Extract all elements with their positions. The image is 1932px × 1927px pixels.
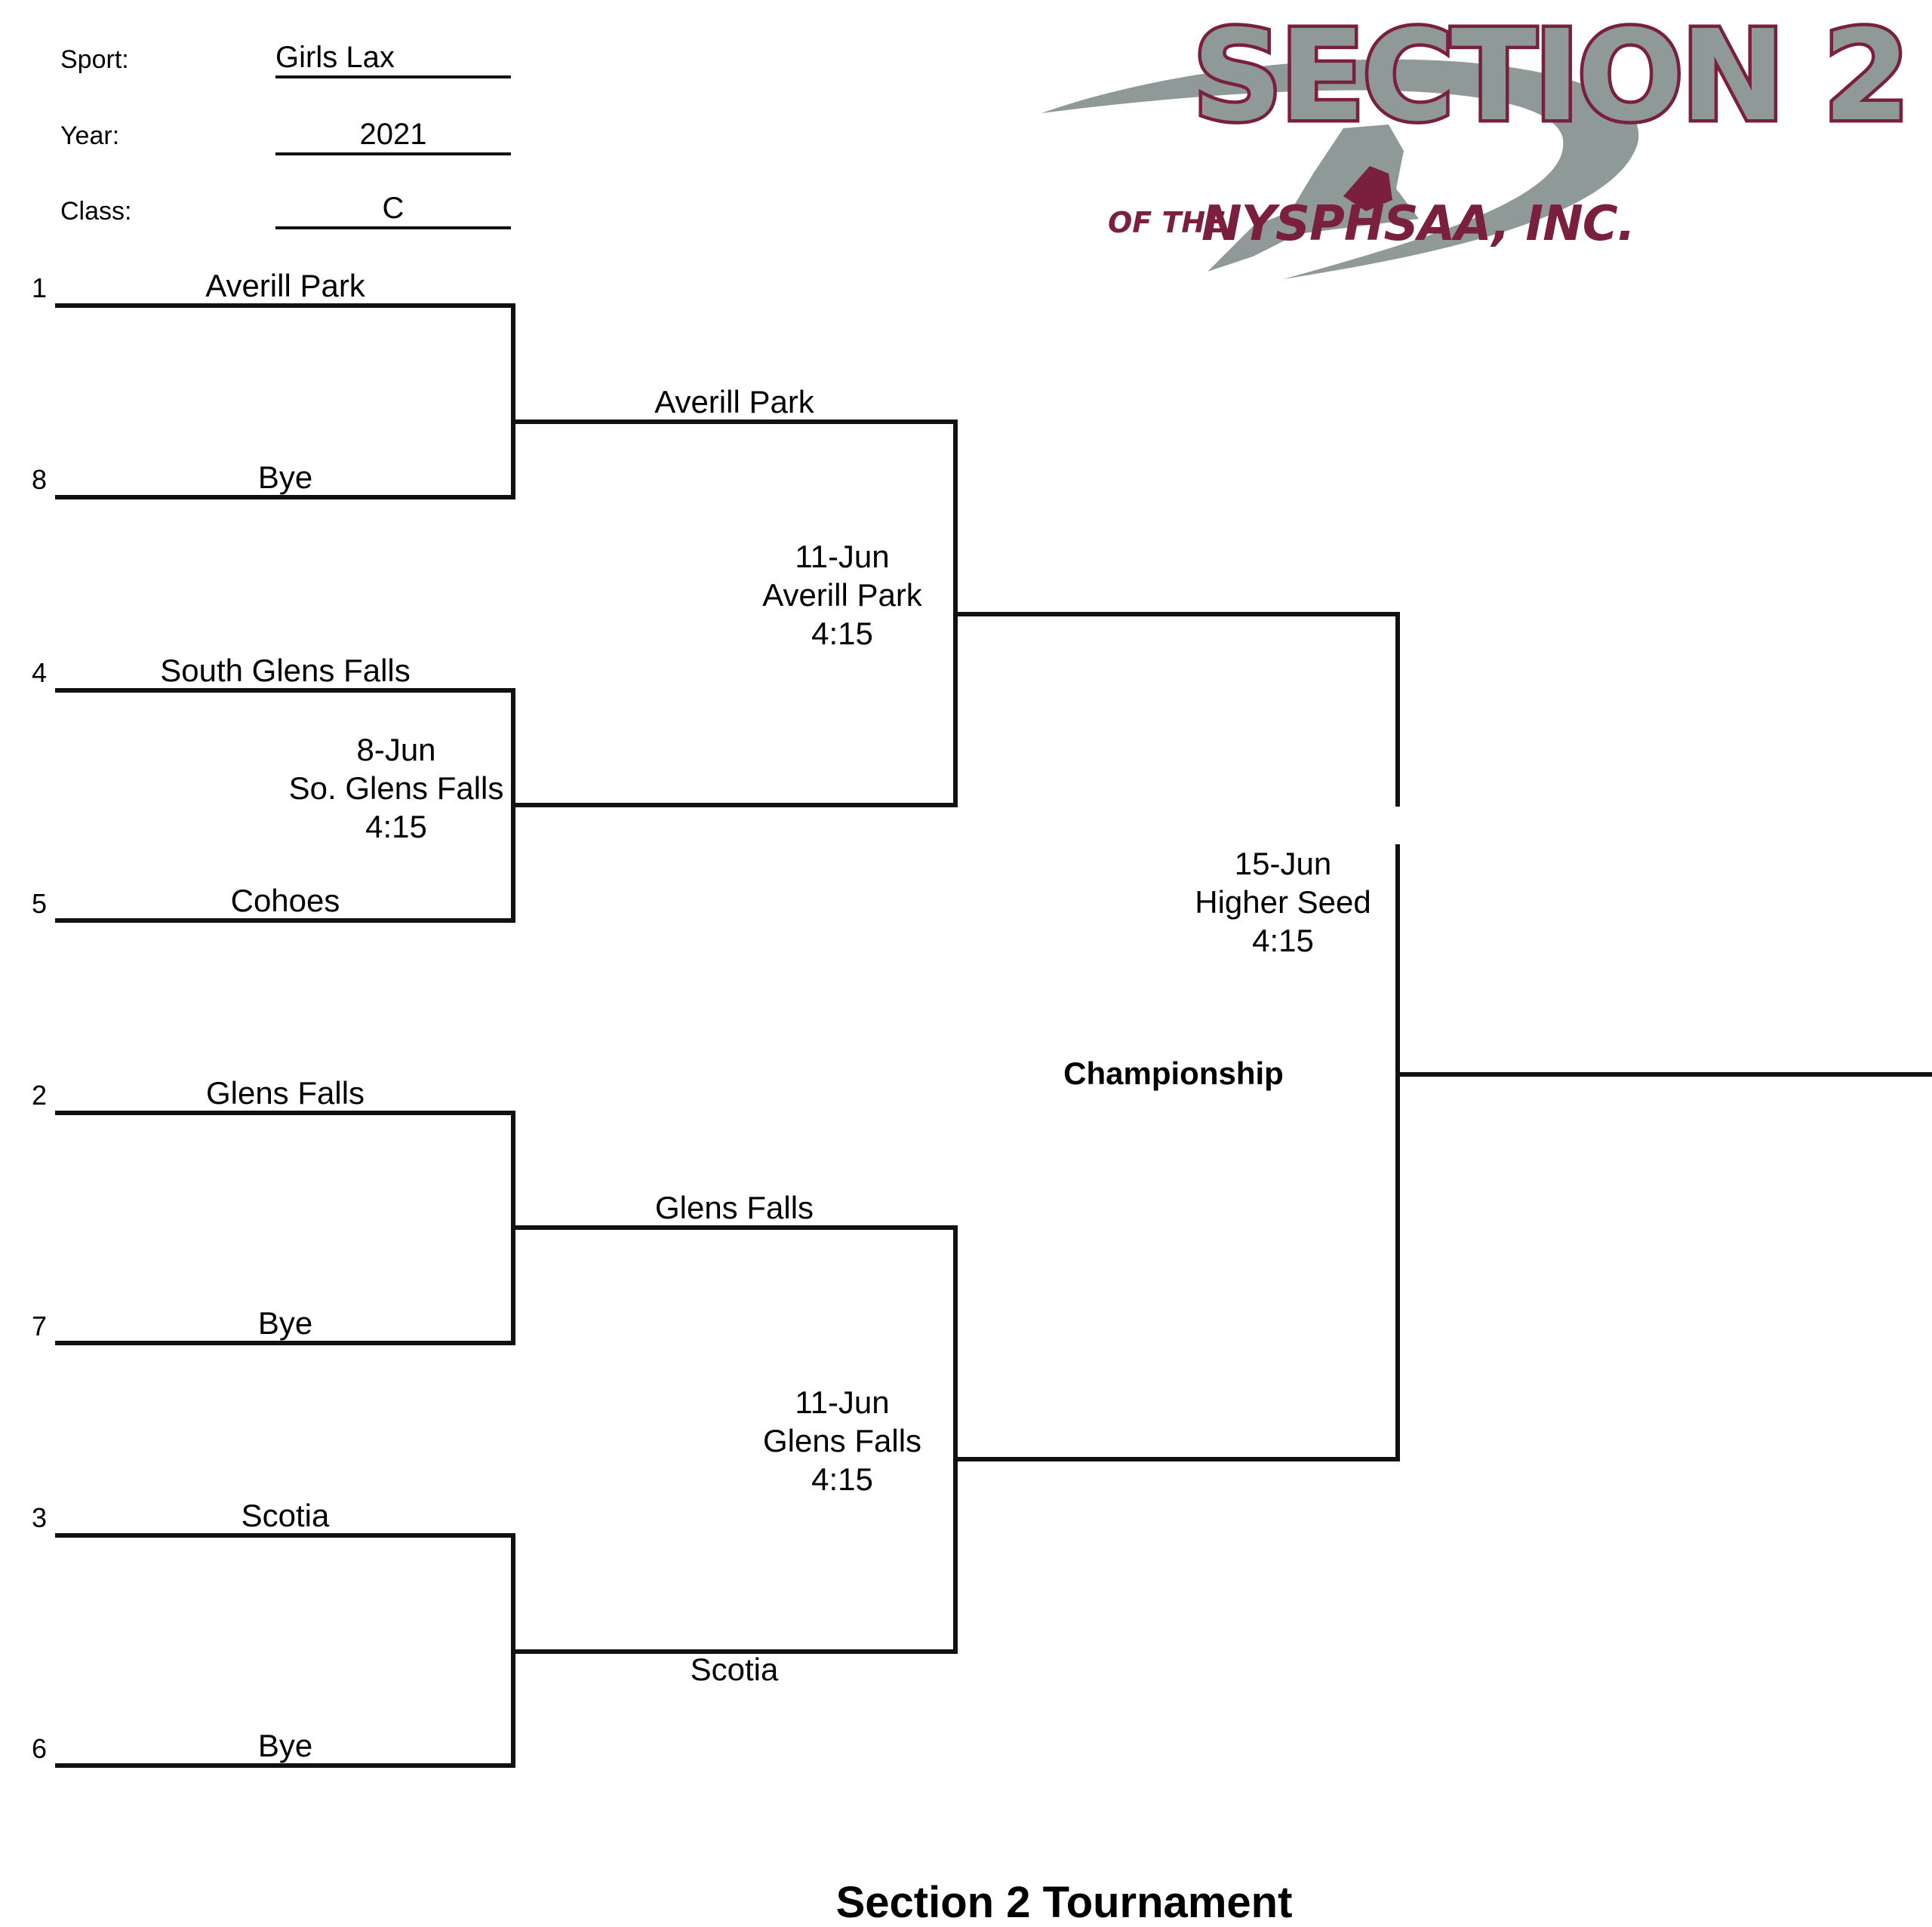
year-value: 2021 [359,118,427,151]
seed-7: 7 [32,1311,48,1342]
team-seed-7: Bye [257,1305,313,1341]
r2-line-lower-mid [511,1225,958,1230]
seed-1: 1 [32,272,48,303]
footer-title: Section 2 Tournament [835,1878,1293,1927]
final-time: 4:15 [1252,923,1314,958]
championship-label: Championship [1063,1056,1284,1091]
line-seed-6 [55,1763,515,1768]
semi-top-site: Averill Park [762,577,922,613]
line-seed-8 [55,495,515,499]
seed-2: 2 [32,1080,48,1111]
team-seed-3: Scotia [241,1498,330,1533]
r2-team-bottom: Scotia [690,1652,779,1687]
line-seed-5 [55,918,515,923]
seed-8: 8 [32,464,48,495]
sport-underline [275,75,511,78]
game-4v5-time: 4:15 [365,809,427,844]
r2-line-upper-mid [511,803,958,807]
r2-team-top: Averill Park [654,384,814,420]
team-seed-5: Cohoes [230,883,340,918]
semi-top-time: 4:15 [811,616,873,651]
semi-bottom-date: 11-Jun [795,1385,890,1420]
section2-logo: SECTION 2 OF THE NYSPHSAA, INC. [1041,1,1914,279]
connector-final-upper [1395,612,1400,807]
svg-text:SECTION 2: SECTION 2 [1192,4,1907,149]
connector-r2-bottom [953,1225,958,1654]
champion-line [1395,1072,1932,1077]
svg-text:NYSPHSAA, INC.: NYSPHSAA, INC. [1201,196,1635,252]
year-label: Year: [60,121,120,150]
connector-1-8 [511,303,515,499]
semi-bottom-time: 4:15 [811,1461,873,1497]
team-seed-4: South Glens Falls [160,653,411,688]
year-underline [275,152,511,155]
class-label: Class: [60,197,132,226]
class-value: C [382,192,405,225]
sport-value: Girls Lax [275,41,395,74]
team-seed-6: Bye [257,1728,313,1763]
team-seed-8: Bye [257,459,313,495]
semi-bottom-site: Glens Falls [762,1423,922,1458]
game-4v5-site: So. Glens Falls [288,770,504,806]
svg-text:OF THE: OF THE [1108,206,1225,239]
connector-final-lower [1395,844,1400,1461]
class-underline [275,226,511,229]
final-date: 15-Jun [1234,846,1332,881]
r3-line-bottom [953,1457,1400,1461]
seed-5: 5 [32,888,48,919]
line-seed-2 [55,1111,515,1115]
semi-top-date: 11-Jun [795,539,890,574]
line-seed-3 [55,1533,515,1538]
final-site: Higher Seed [1195,884,1371,920]
game-4v5-date: 8-Jun [356,732,436,767]
seed-3: 3 [32,1502,48,1533]
team-seed-2: Glens Falls [205,1075,365,1111]
team-seed-1: Averill Park [205,268,365,303]
line-seed-7 [55,1341,515,1345]
sport-label: Sport: [60,45,129,74]
seed-4: 4 [32,657,48,688]
r2-line-top [511,420,958,424]
line-seed-4 [55,688,515,693]
r2-line-bottom [511,1649,958,1654]
r3-line-top [953,612,1400,616]
seed-6: 6 [32,1733,48,1764]
line-seed-1 [55,303,515,308]
r2-team-lower-mid: Glens Falls [654,1190,814,1225]
